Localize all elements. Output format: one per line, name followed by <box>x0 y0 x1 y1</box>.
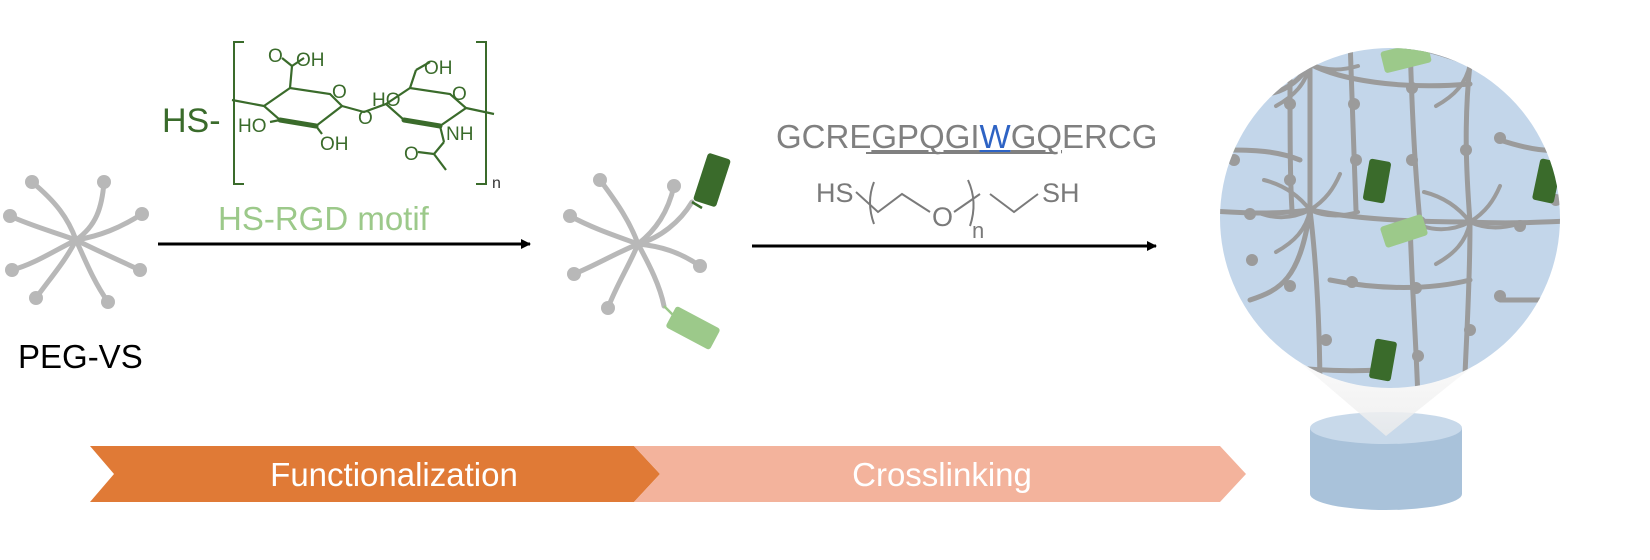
hs-rgd-label: HS-RGD motif <box>218 200 430 237</box>
hydrogel-network-zoom <box>1220 48 1560 388</box>
polymer-n: n <box>492 175 501 192</box>
peg-vs-label: PEG-VS <box>18 338 143 375</box>
hydrogel-disk <box>1310 412 1462 510</box>
oh-top: OH <box>424 58 453 79</box>
dithiol-sh: SH <box>1042 178 1080 208</box>
dithiol-oxygen: O <box>932 202 953 232</box>
nh-label: NH <box>446 124 473 145</box>
o-glycosidic: O <box>358 108 373 129</box>
functionalized-peg-star <box>563 173 707 317</box>
dithiol-n: n <box>972 218 984 243</box>
oh-carboxyl: OH <box>296 50 325 71</box>
oh-bottom: OH <box>320 134 349 155</box>
svg-text:GCREGPQGIWGQERCG: GCREGPQGIWGQERCG <box>776 118 1157 155</box>
ho-left: HO <box>238 116 267 137</box>
peg-vs-star <box>3 175 149 309</box>
mmp-peptide-sequence: GCREGPQGIWGQERCG <box>776 118 1157 155</box>
functionalization-banner <box>90 446 660 502</box>
crosslinking-label: Crosslinking <box>852 456 1032 493</box>
peg-dithiol-structure: HS O n SH <box>816 178 1080 243</box>
o-acetyl: O <box>404 144 419 165</box>
light-green-rgd-block <box>666 306 720 350</box>
ho-second: HO <box>372 90 401 111</box>
hyaluronic-acid-structure: OH O HO OH O O HO OH O NH O n <box>231 41 501 192</box>
o-carboxyl: O <box>268 46 283 67</box>
functionalization-label: Functionalization <box>270 456 518 493</box>
crosslinking-banner <box>634 446 1246 502</box>
o-ring1: O <box>332 82 347 103</box>
hs-prefix-label: HS- <box>162 102 221 140</box>
dithiol-hs: HS <box>816 178 854 208</box>
o-ring2: O <box>452 84 467 105</box>
dark-green-ha-block <box>693 153 731 207</box>
